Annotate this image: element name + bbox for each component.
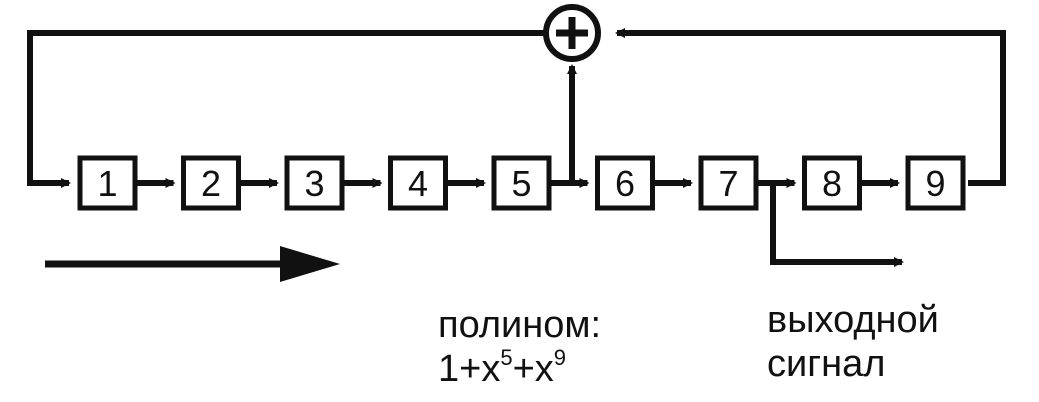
register-box-6 — [595, 155, 655, 211]
polynomial-expression: 1+x5+x9 — [438, 347, 601, 391]
direction-arrow — [45, 246, 340, 282]
polynomial-exp-a: 5 — [500, 345, 513, 370]
polynomial-plus: +x — [512, 348, 554, 390]
output-caption: выходной сигнал — [767, 298, 939, 386]
register-box-3 — [284, 155, 345, 211]
polynomial-label: полином: — [438, 304, 602, 346]
xor-adder — [543, 4, 601, 62]
register-label-5: 5 — [511, 163, 531, 204]
polynomial-term-const: 1+x — [438, 348, 501, 390]
register-box-7 — [698, 155, 759, 211]
register-label-3: 3 — [304, 163, 324, 204]
register-label-2: 2 — [201, 163, 221, 204]
register-box-1 — [77, 155, 138, 211]
output-label-line1: выходной — [767, 299, 939, 341]
register-label-6: 6 — [615, 163, 635, 204]
register-box-2 — [181, 155, 241, 211]
register-box-4 — [388, 155, 448, 211]
direction-arrow-head — [280, 246, 340, 282]
register-box-9 — [905, 155, 966, 211]
feedback-wire-left — [27, 30, 545, 188]
output-label-line2: сигнал — [767, 343, 886, 385]
feedback-wire-right — [615, 28, 1006, 186]
polynomial-exp-b: 9 — [553, 345, 567, 370]
output-tap-wire — [770, 183, 904, 267]
register-box-8 — [802, 155, 862, 211]
register-label-8: 8 — [822, 163, 842, 204]
register-label-4: 4 — [408, 163, 428, 204]
register-label-1: 1 — [97, 163, 117, 204]
register-label-9: 9 — [925, 163, 945, 204]
shift-register-chain: 1 2 3 4 5 6 7 8 9 — [77, 155, 966, 211]
register-label-7: 7 — [718, 163, 738, 204]
polynomial-caption: полином: 1+x5+x9 — [438, 303, 601, 391]
register-box-5 — [491, 155, 552, 211]
